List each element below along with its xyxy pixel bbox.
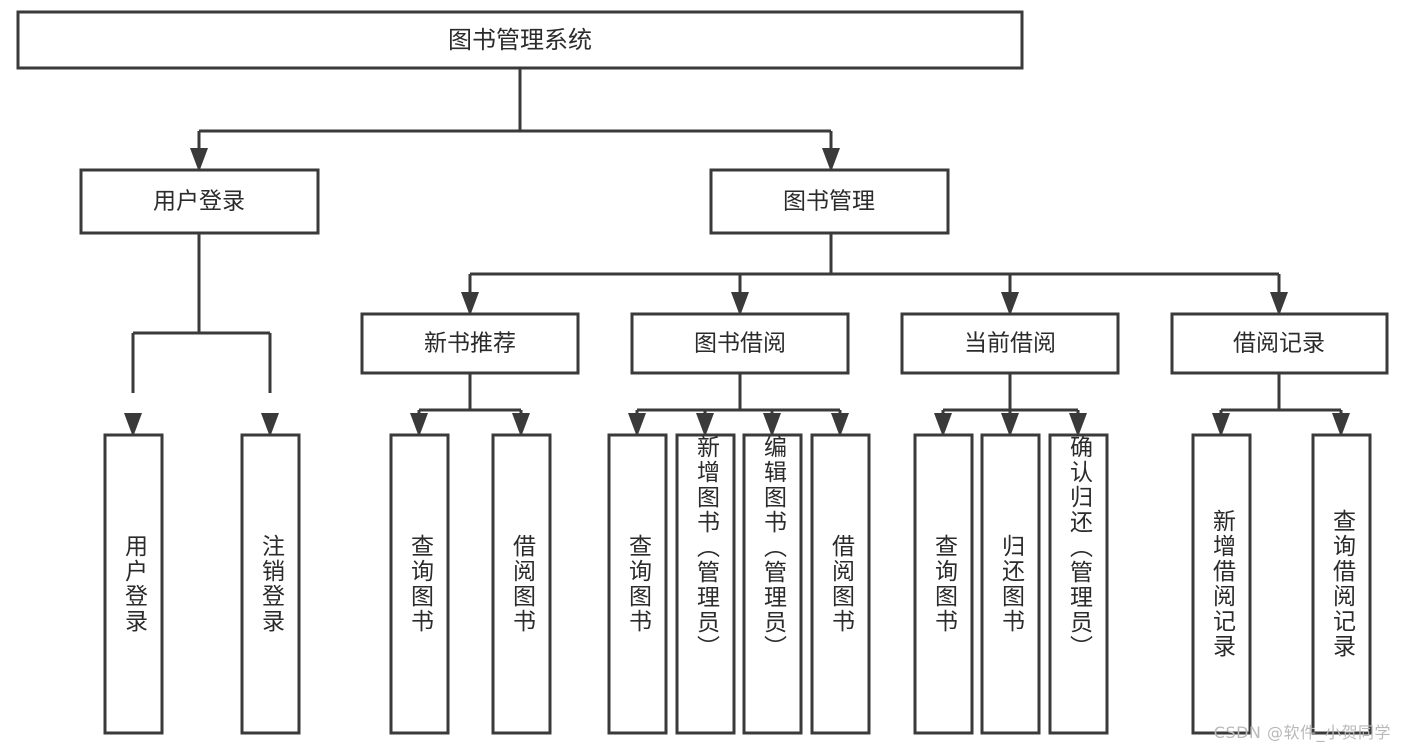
leaf-box[interactable]	[1048, 433, 1109, 735]
arrow-to-current-borrow	[1001, 292, 1019, 316]
leaf-box[interactable]	[491, 433, 552, 735]
arrow-to-leaf	[934, 413, 952, 437]
arrow-to-borrow-record	[1270, 292, 1288, 316]
node-book-borrow-label: 图书借阅	[694, 331, 786, 357]
node-borrow-record-label: 借阅记录	[1233, 331, 1325, 357]
node-book-management-label: 图书管理	[783, 189, 875, 215]
node-book-borrow[interactable]: 图书借阅	[630, 312, 850, 375]
leaf-box[interactable]	[240, 433, 301, 735]
arrow-to-leaf	[124, 413, 142, 437]
arrow-to-leaf	[1212, 413, 1230, 437]
arrow-to-user-login	[190, 148, 208, 172]
arrow-to-leaf	[696, 413, 714, 437]
arrow-to-leaf	[763, 413, 781, 437]
node-user-login[interactable]: 用户登录	[79, 168, 320, 235]
arrow-to-leaf	[628, 413, 646, 437]
arrow-to-book-borrow	[731, 292, 749, 316]
connector-bookmanage-to-level3	[461, 233, 1288, 316]
leaf-box[interactable]	[607, 433, 668, 735]
leaf-box[interactable]	[389, 433, 450, 735]
arrow-to-leaf	[512, 413, 530, 437]
connector-userlogin-to-leaves	[124, 233, 279, 437]
leaf-boxes-book-borrow	[607, 433, 871, 735]
leaf-boxes-user-login	[103, 433, 301, 735]
arrow-to-leaf	[1069, 413, 1087, 437]
connector-root-to-level2	[190, 68, 840, 172]
leaf-box[interactable]	[675, 433, 736, 735]
arrow-to-leaf	[1001, 413, 1019, 437]
connector-borrowrecord-to-leaves	[1212, 373, 1350, 437]
node-root-label: 图书管理系统	[448, 26, 592, 54]
connector-newbook-to-leaves	[410, 373, 530, 437]
arrow-to-leaf	[831, 413, 849, 437]
leaf-box[interactable]	[1311, 433, 1372, 735]
arrow-to-leaf	[261, 413, 279, 437]
leaf-boxes-new-book-recommend	[389, 433, 552, 735]
node-current-borrow[interactable]: 当前借阅	[900, 312, 1120, 375]
arrow-to-new-book	[461, 292, 479, 316]
watermark: CSDN @软件_小贺同学	[1213, 723, 1391, 742]
node-book-management[interactable]: 图书管理	[709, 168, 950, 235]
leaf-box[interactable]	[1191, 433, 1252, 735]
leaf-box[interactable]	[980, 433, 1041, 735]
arrow-to-leaf	[1332, 413, 1350, 437]
leaf-boxes-current-borrow	[913, 433, 1109, 735]
node-current-borrow-label: 当前借阅	[964, 331, 1056, 357]
connector-currentborrow-to-leaves	[934, 373, 1087, 437]
node-user-login-label: 用户登录	[153, 189, 245, 215]
arrow-to-book-manage	[822, 148, 840, 172]
node-root[interactable]: 图书管理系统	[16, 10, 1024, 70]
node-new-book-recommend-label: 新书推荐	[424, 331, 516, 357]
leaf-boxes-borrow-record	[1191, 433, 1372, 735]
arrow-to-leaf	[410, 413, 428, 437]
connector-bookborrow-to-leaves	[628, 373, 849, 437]
node-new-book-recommend[interactable]: 新书推荐	[360, 312, 580, 375]
leaf-box[interactable]	[810, 433, 871, 735]
node-borrow-record[interactable]: 借阅记录	[1170, 312, 1389, 375]
leaf-box[interactable]	[742, 433, 803, 735]
leaf-box[interactable]	[913, 433, 974, 735]
leaf-box[interactable]	[103, 433, 164, 735]
